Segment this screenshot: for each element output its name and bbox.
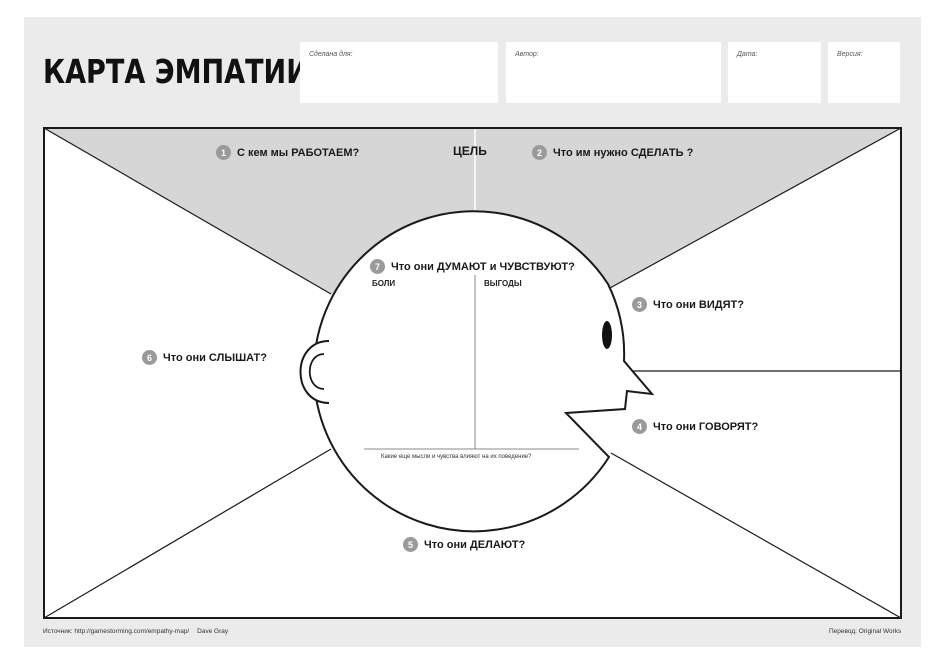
empathy-map-diagram [43,127,902,619]
goal-label: ЦЕЛЬ [453,144,487,158]
footer-source: Источник: http://gamestorming.com/empath… [43,628,228,635]
footer-translation: Перевод: Original Works [829,628,902,635]
author-field[interactable]: Автор: [506,42,721,103]
diagonal-top-right [609,127,902,289]
section-1-label: С кем мы РАБОТАЕМ? [237,146,360,159]
section-2[interactable]: 2 Что им нужно СДЕЛАТЬ ? [532,145,693,160]
footer-author: Dave Gray [197,628,229,635]
diagonal-bottom-left [43,448,332,619]
section-2-label: Что им нужно СДЕЛАТЬ ? [553,146,694,159]
section-1-number-icon: 1 [216,145,231,160]
section-7-number-icon: 7 [370,259,385,274]
section-7-label: Что они ДУМАЮТ и ЧУВСТВУЮТ? [391,260,575,273]
pains-label: БОЛИ [372,279,396,288]
section-5[interactable]: 5 Что они ДЕЛАЮТ? [403,537,525,552]
page-title: КАРТА ЭМПАТИИ [43,52,309,91]
made-for-label: Сделана для: [309,51,353,58]
section-7[interactable]: 7 Что они ДУМАЮТ и ЧУВСТВУЮТ? [370,259,575,274]
date-field[interactable]: Дата: [728,42,821,103]
section-6-label: Что они СЛЫШАТ? [163,351,267,364]
section-5-label: Что они ДЕЛАЮТ? [424,538,526,551]
empathy-map-board [43,127,902,619]
section-4[interactable]: 4 Что они ГОВОРЯТ? [632,419,758,434]
section-5-number-icon: 5 [403,537,418,552]
section-3[interactable]: 3 Что они ВИДЯТ? [632,297,744,312]
section-6-number-icon: 6 [142,350,157,365]
made-for-field[interactable]: Сделана для: [300,42,498,103]
section-4-number-icon: 4 [632,419,647,434]
footer-source-text: Источник: http://gamestorming.com/empath… [43,628,190,635]
section-6[interactable]: 6 Что они СЛЫШАТ? [142,350,267,365]
author-label: Автор: [515,51,539,58]
diagonal-bottom-right [610,452,902,619]
head-hint: Какие еще мысли и чувства влияют на их п… [381,454,532,460]
ear-inner-icon [309,353,325,390]
version-label: Версия: [837,51,863,58]
gains-label: ВЫГОДЫ [484,279,522,288]
diagonal-top-left [43,127,332,295]
ear-outer-icon [299,340,330,404]
section-4-label: Что они ГОВОРЯТ? [653,420,759,433]
section-2-number-icon: 2 [532,145,547,160]
section-3-label: Что они ВИДЯТ? [653,298,744,311]
head-outline [312,210,655,533]
section-1[interactable]: 1 С кем мы РАБОТАЕМ? [216,145,359,160]
board-frame [43,127,902,619]
eye-icon [602,321,612,349]
date-label: Дата: [737,51,758,58]
section-3-number-icon: 3 [632,297,647,312]
version-field[interactable]: Версия: [828,42,900,103]
